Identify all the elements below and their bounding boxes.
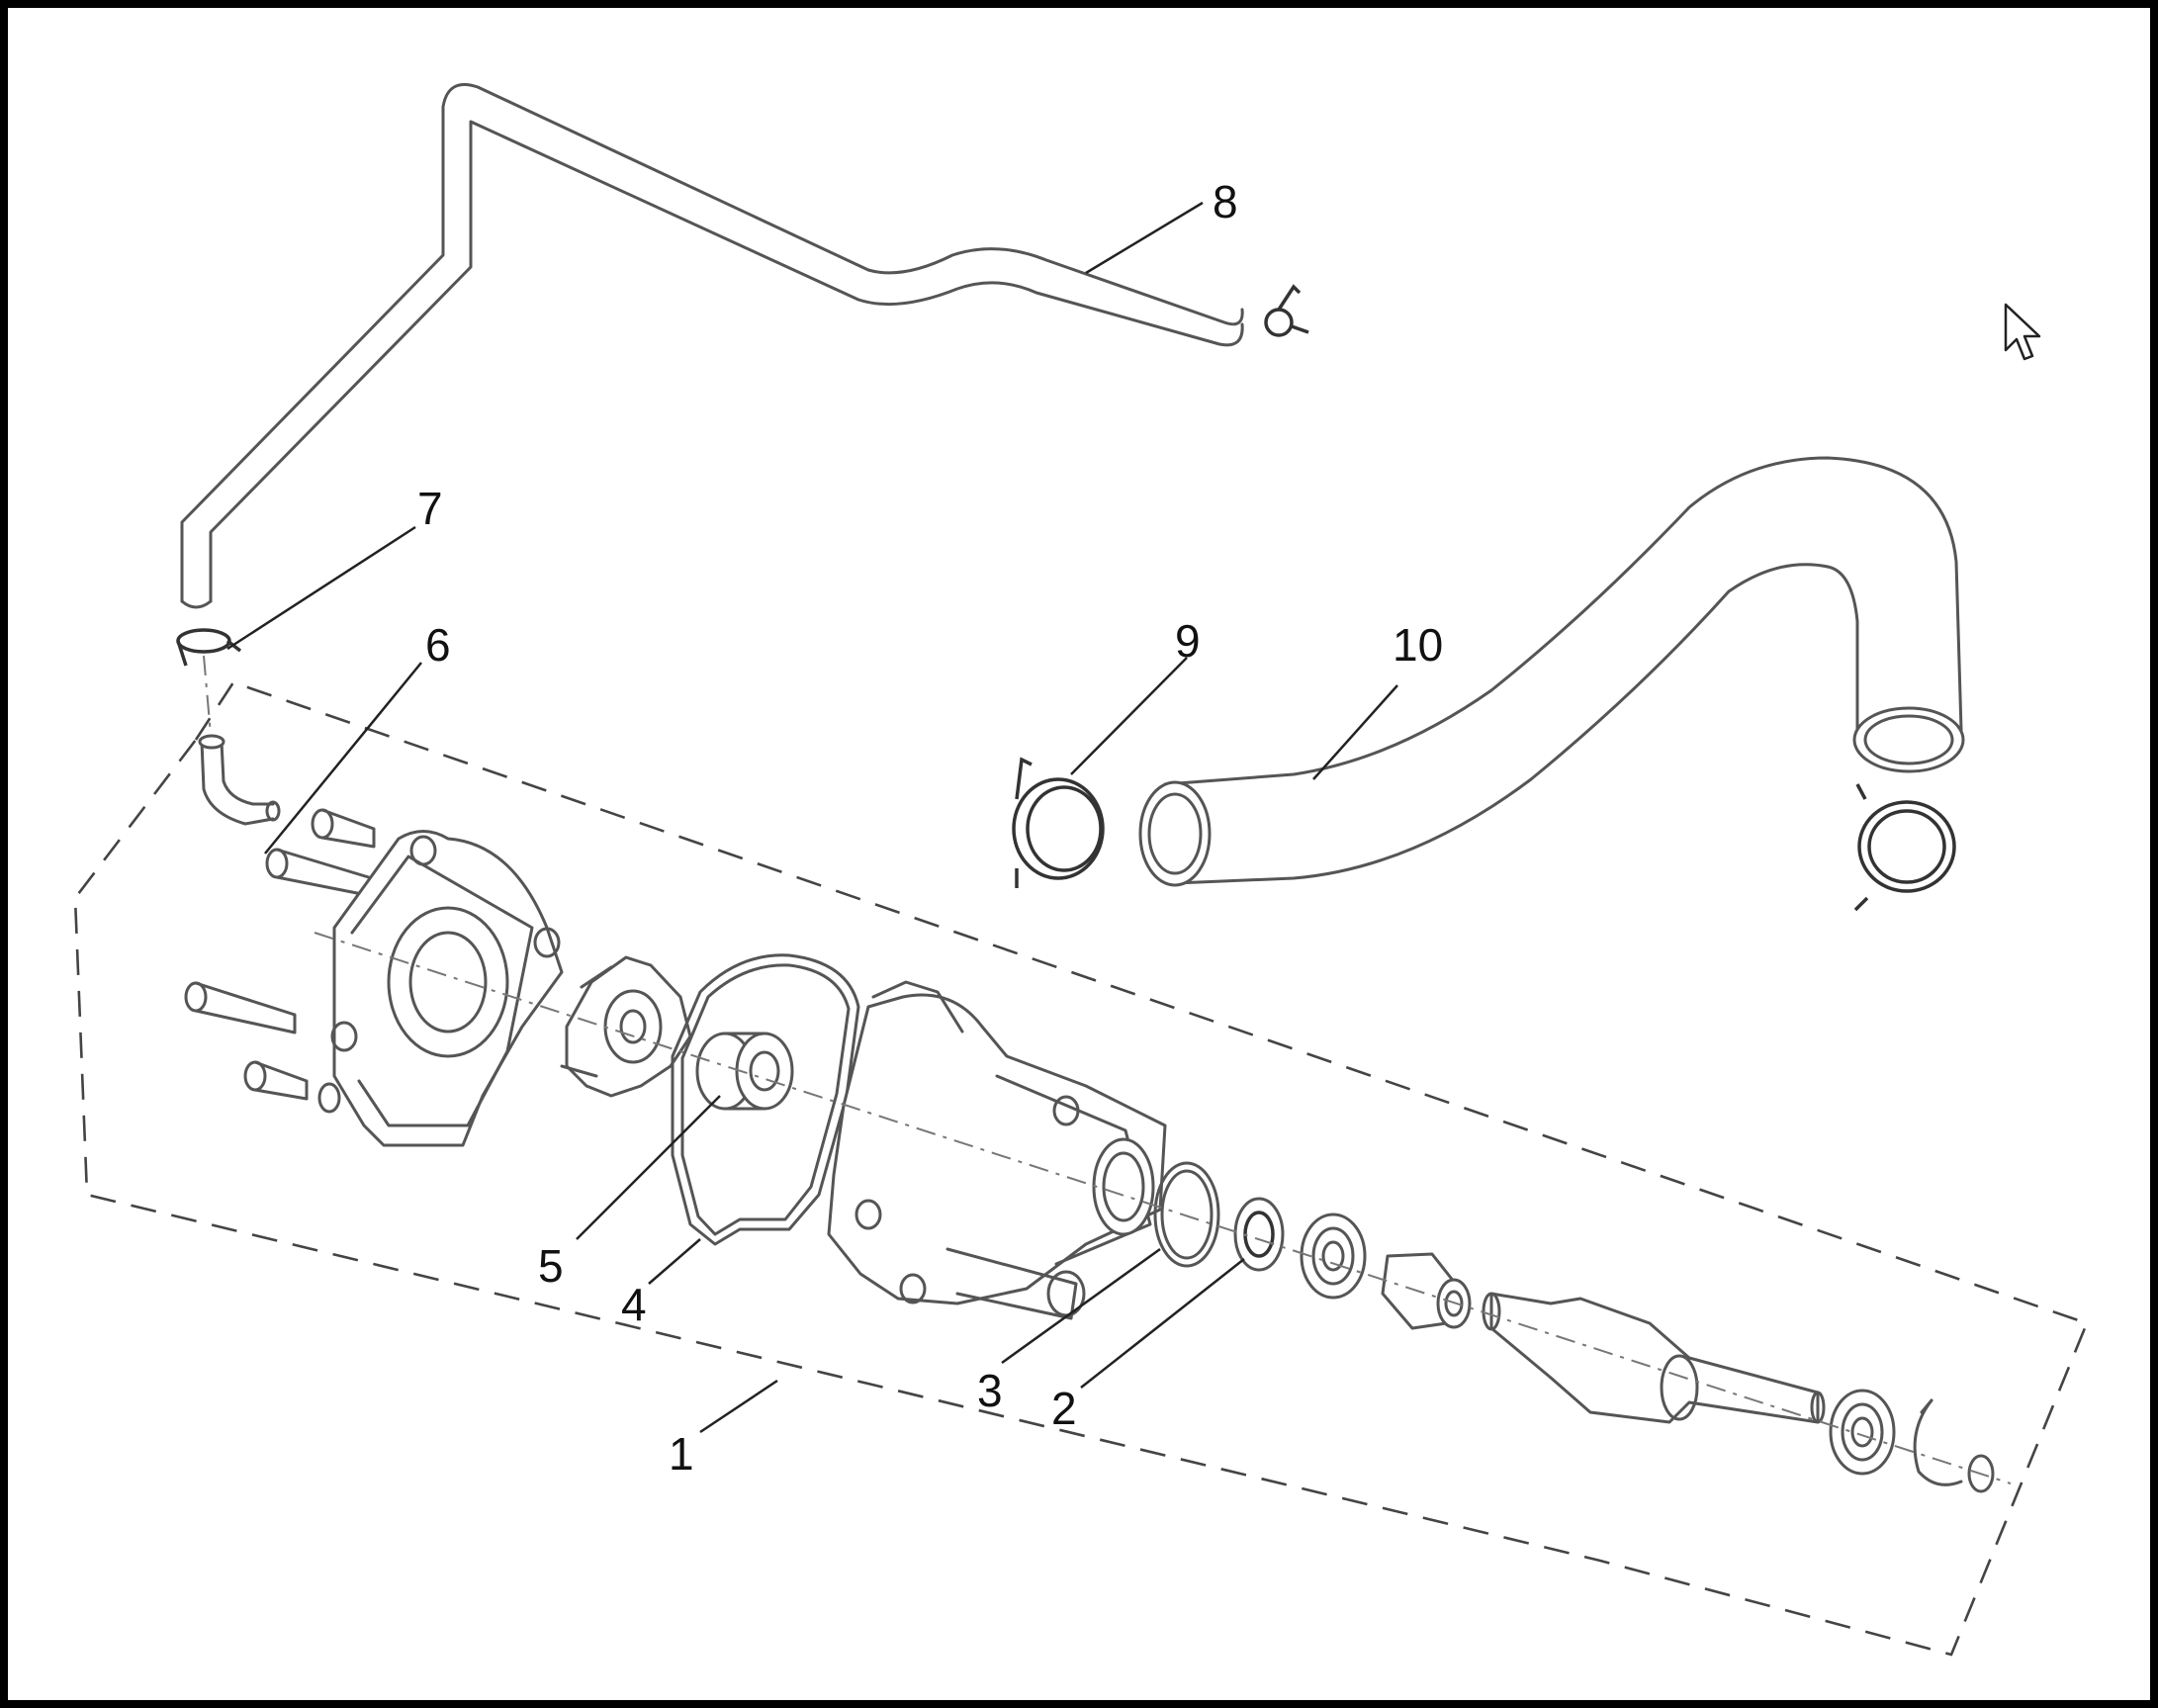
callout-6: 6 xyxy=(425,619,451,671)
hose-clamp-right xyxy=(1853,783,1956,912)
diagram-frame: 1 2 3 4 5 6 7 8 9 10 xyxy=(8,8,2150,1700)
mechanical-seal xyxy=(695,1032,794,1111)
circlip xyxy=(1913,1398,1963,1486)
hose-clip-8 xyxy=(1264,284,1309,337)
gasket xyxy=(671,953,860,1246)
mouse-cursor-icon xyxy=(2004,303,2041,361)
callout-2: 2 xyxy=(1051,1383,1077,1434)
hose-clip-7 xyxy=(176,628,242,667)
pump-housing xyxy=(827,980,1167,1320)
water-pump-exploded-diagram: 1 2 3 4 5 6 7 8 9 10 xyxy=(73,83,2089,1657)
o-ring xyxy=(1153,1161,1220,1268)
small-coolant-hose xyxy=(180,83,1244,609)
pump-assembly-boundary xyxy=(73,680,2089,1657)
callout-10: 10 xyxy=(1393,619,1443,671)
callout-9: 9 xyxy=(1175,615,1201,667)
callout-1: 1 xyxy=(669,1428,694,1480)
rear-bearing xyxy=(1829,1389,1896,1476)
elbow-fitting xyxy=(198,734,281,826)
washer xyxy=(1967,1454,1995,1493)
callout-4: 4 xyxy=(621,1279,647,1330)
hose-clamp-9 xyxy=(1012,757,1105,888)
callout-8: 8 xyxy=(1213,176,1238,227)
callout-7: 7 xyxy=(417,483,443,534)
pump-shaft xyxy=(1482,1292,1826,1424)
callout-3: 3 xyxy=(977,1365,1003,1416)
pump-cover xyxy=(330,830,564,1147)
oil-seal xyxy=(1233,1197,1285,1272)
large-coolant-hose xyxy=(1138,456,1965,887)
bolts xyxy=(184,808,376,1114)
callout-5: 5 xyxy=(538,1240,564,1292)
spacer xyxy=(1381,1252,1472,1330)
leader-lines xyxy=(226,201,1398,1434)
bearing xyxy=(1300,1213,1367,1300)
